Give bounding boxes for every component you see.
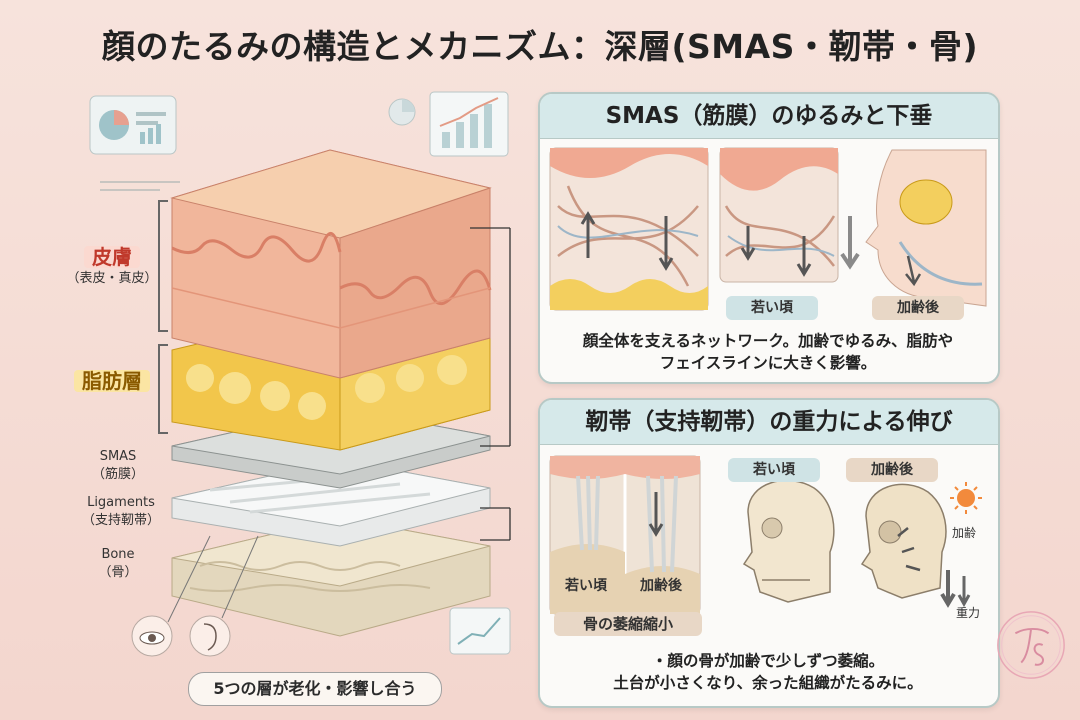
ligament-layer [171, 459, 491, 547]
skin-layer [170, 149, 492, 379]
ligament-caption-line1: ・顔の骨が加齢で少しずつ萎縮。 [651, 652, 885, 670]
ligament-aged-bottom-label: 加齢後 [640, 578, 682, 594]
smas-panel-title: SMAS（筋膜）のゆるみと下垂 [540, 94, 998, 139]
fat-label-group: 脂肪層 [66, 370, 158, 394]
ligament-aged-top-tag: 加齢後 [846, 458, 938, 482]
ligament-label-group: Ligaments （支持靭帯） [66, 494, 176, 530]
pie-chart-icon [89, 95, 177, 155]
sun-icon [950, 482, 982, 514]
fat-bracket [158, 344, 168, 434]
ligament-illustration [549, 455, 982, 615]
skin-bracket [158, 200, 168, 332]
smas-caption-line1: 顔全体を支えるネットワーク。加齢でゆるみ、脂肪や [582, 332, 954, 350]
bone-sublabel: （骨） [98, 565, 138, 580]
aging-label: 加齢 [951, 526, 976, 540]
ligament-sublabel: （支持靭帯） [81, 513, 160, 528]
ligament-panel-title: 靭帯（支持靭帯）の重力による伸び [540, 400, 998, 445]
trend-chart-icon [449, 607, 511, 655]
smas-illustration [549, 147, 987, 311]
smas-caption-line2: フェイスラインに大きく影響。 [659, 354, 877, 372]
bone-label: Bone [101, 547, 135, 562]
ligament-panel: 靭帯（支持靭帯）の重力による伸び 若い頃 加齢後 若い頃 加齢後 加齢 重力 [538, 398, 1000, 708]
bar-chart-icon [429, 91, 509, 157]
bone-shrink-tag: 骨の萎縮縮小 [554, 612, 702, 636]
face-icon [189, 615, 231, 657]
smas-young-tag: 若い頃 [726, 296, 818, 320]
face-profile-icon [865, 149, 987, 307]
skin-label-group: 皮膚 （表皮・真皮） [66, 246, 158, 288]
skin-sublabel: （表皮・真皮） [66, 271, 158, 286]
aged-skull-icon [860, 483, 947, 599]
young-skull-icon [742, 479, 835, 603]
ligament-young-top-tag: 若い頃 [728, 458, 820, 482]
small-pie-icon [388, 98, 416, 126]
page-title: 顔のたるみの構造とメカニズム：深層(SMAS・靭帯・骨) [101, 27, 979, 66]
ligament-label: Ligaments [87, 495, 155, 510]
smas-aged-tag: 加齢後 [872, 296, 964, 320]
smas-caption: 顔全体を支えるネットワーク。加齢でゆるみ、脂肪や フェイスラインに大きく影響。 [548, 330, 988, 374]
smas-label: SMAS [99, 449, 137, 464]
eye-icon [131, 615, 173, 657]
smas-label-group: SMAS （筋膜） [70, 448, 166, 484]
ligament-caption: ・顔の骨が加齢で少しずつ萎縮。 土台が小さくなり、余った組織がたるみに。 [548, 650, 988, 694]
bone-layer [171, 517, 491, 637]
skin-label: 皮膚 [84, 246, 140, 268]
smas-sublabel: （筋膜） [91, 467, 144, 482]
ligament-young-bottom-label: 若い頃 [565, 578, 607, 594]
fat-label: 脂肪層 [74, 370, 150, 392]
smas-panel: SMAS（筋膜）のゆるみと下垂 若い頃 加齢後 顔全体を支えるネットワーク。加齢… [538, 92, 1000, 384]
layer-diagram [89, 91, 511, 657]
bottom-note: 5つの層が老化・影響し合う [188, 672, 442, 706]
ligament-caption-line2: 土台が小さくなり、余った組織がたるみに。 [613, 674, 923, 692]
bone-label-group: Bone （骨） [70, 546, 166, 582]
signature-monogram [997, 611, 1065, 679]
gravity-label: 重力 [955, 606, 980, 620]
